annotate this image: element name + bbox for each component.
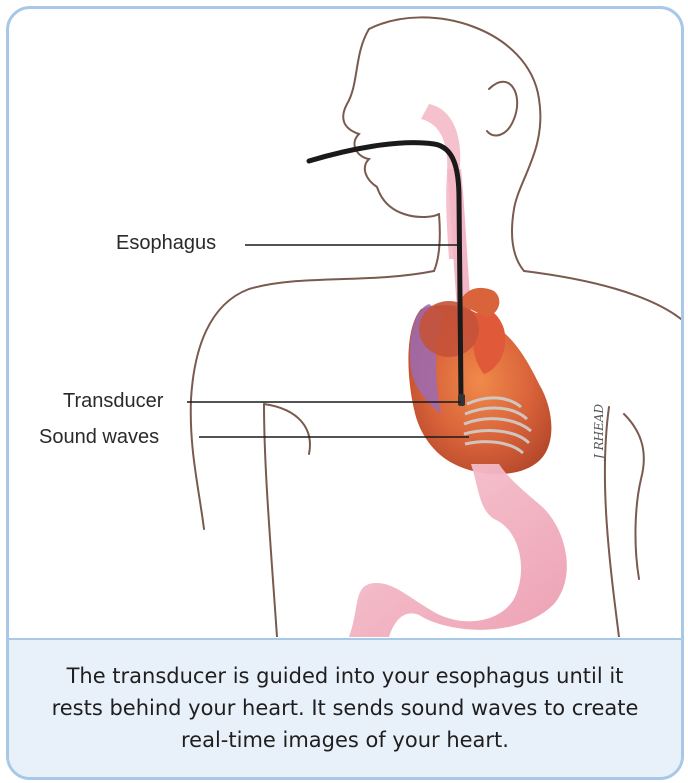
stomach xyxy=(349,464,567,637)
caption-box: The transducer is guided into your esoph… xyxy=(9,638,681,779)
esophagus-label: Esophagus xyxy=(116,231,216,255)
transducer-tip xyxy=(458,394,465,406)
sound-waves-label: Sound waves xyxy=(39,425,159,449)
anatomy-illustration xyxy=(9,9,681,637)
diagram-card: Esophagus Transducer Sound waves J RHEAD… xyxy=(6,6,684,780)
caption-text: The transducer is guided into your esoph… xyxy=(39,660,651,756)
transducer-label: Transducer xyxy=(63,389,163,413)
heart xyxy=(408,288,551,474)
artist-signature: J RHEAD xyxy=(592,404,606,459)
